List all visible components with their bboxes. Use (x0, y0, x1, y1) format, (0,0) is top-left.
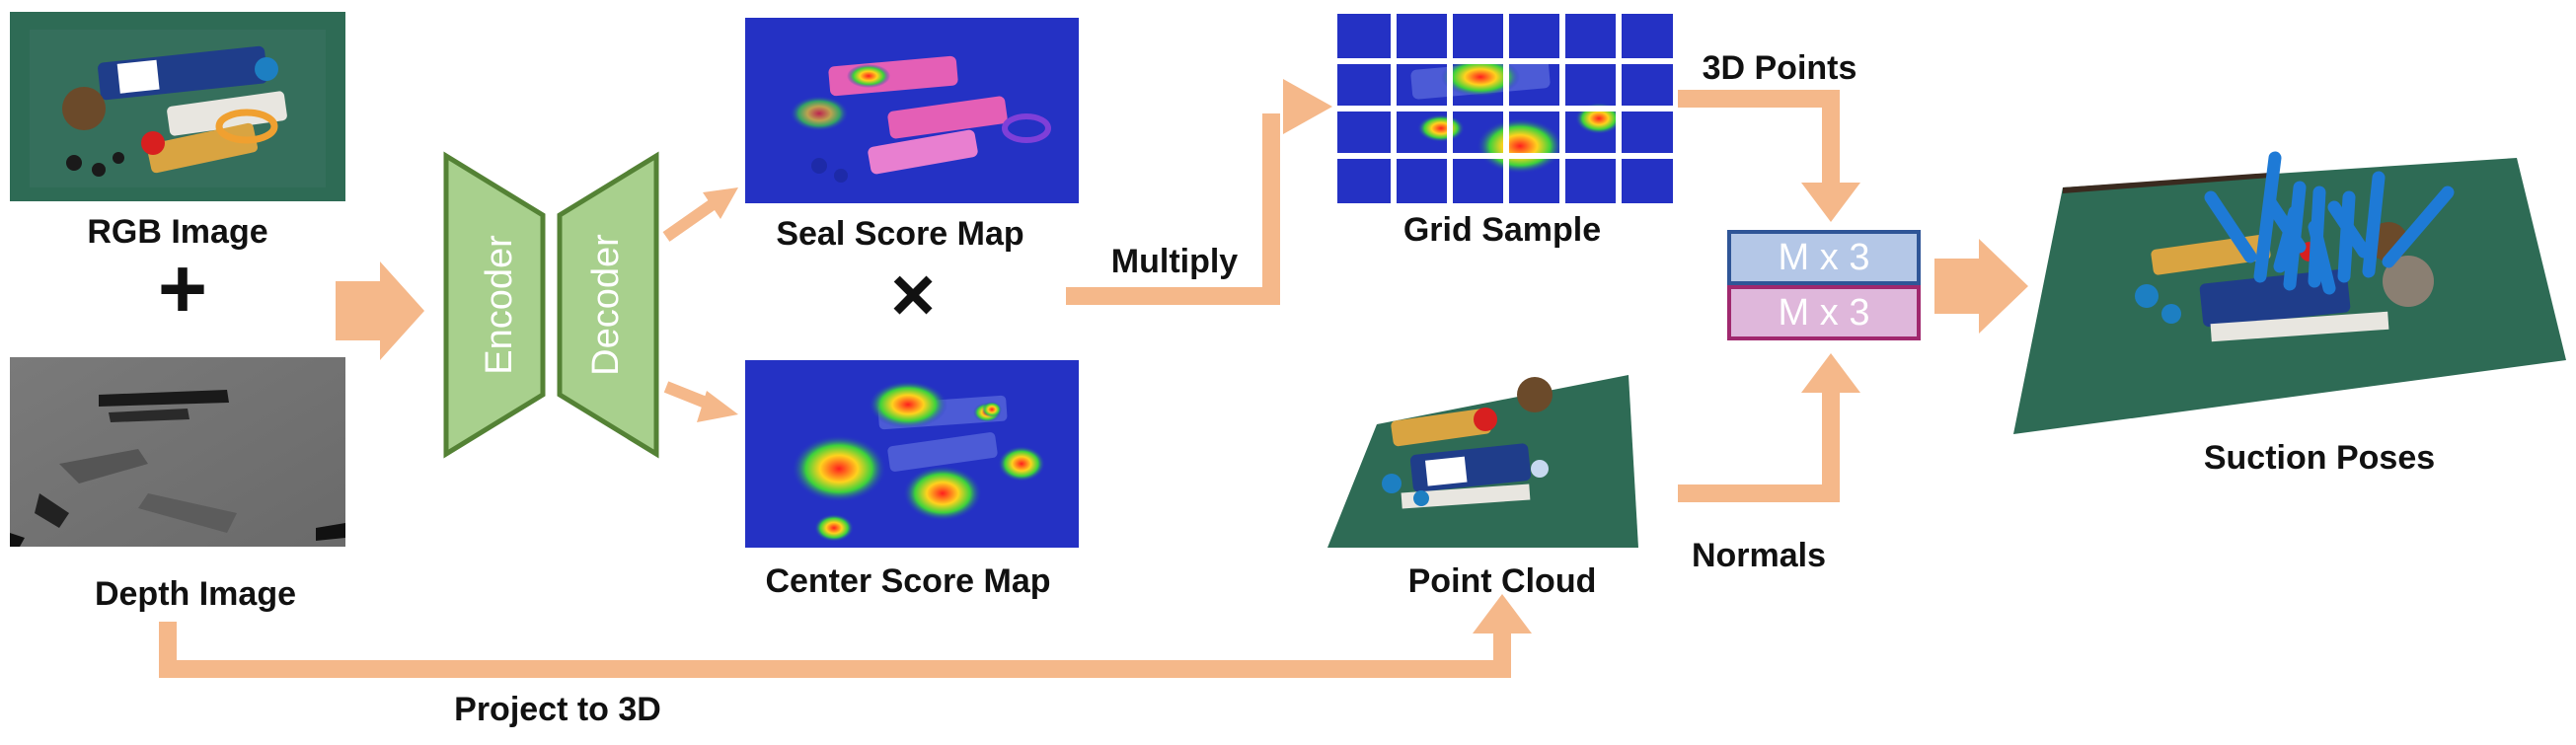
center-score-map-image (745, 360, 1079, 548)
project-to-3d-label: Project to 3D (454, 691, 661, 728)
point-cloud-label: Point Cloud (1408, 562, 1597, 600)
plus-symbol: + (158, 242, 207, 336)
points-matrix-label: M x 3 (1779, 237, 1870, 278)
3d-points-label: 3D Points (1703, 49, 1857, 87)
grid-sample-label: Grid Sample (1403, 211, 1601, 249)
arrow-multiply-head (1283, 79, 1332, 134)
normals-matrix-box: M x 3 (1727, 285, 1921, 340)
grid-lines (1337, 14, 1673, 203)
depth-image-label: Depth Image (95, 575, 296, 613)
center-score-map-label: Center Score Map (765, 562, 1050, 600)
arrow-3d-points-head (1801, 183, 1860, 222)
arrow-to-output (1934, 239, 2028, 334)
times-symbol: × (890, 251, 936, 337)
arrow-normals-head (1801, 353, 1860, 393)
normals-label: Normals (1692, 537, 1826, 574)
rgb-image (10, 12, 345, 201)
seal-score-map-label: Seal Score Map (776, 215, 1023, 253)
normals-matrix-label: M x 3 (1779, 292, 1870, 334)
encoder-label: Encoder (479, 235, 520, 375)
point-cloud-image (1327, 375, 1638, 548)
points-matrix-box: M x 3 (1727, 230, 1921, 285)
depth-image (10, 357, 345, 547)
arrow-normals (1678, 390, 1840, 502)
arrow-decoder-to-center (663, 381, 738, 422)
seal-score-map-image (745, 18, 1079, 203)
grid-sample-image (1337, 14, 1673, 203)
multiply-label: Multiply (1111, 243, 1239, 280)
arrow-project-to-3d (159, 622, 1511, 678)
suction-poses-image (2013, 151, 2566, 434)
suction-pose-markers (2204, 151, 2455, 295)
arrow-3d-points (1678, 90, 1840, 187)
rgb-image-label: RGB Image (87, 213, 267, 251)
encoder-block: Encoder (443, 151, 546, 459)
arrow-project-to-3d-head (1473, 594, 1532, 633)
arrow-decoder-to-seal (662, 187, 738, 242)
suction-poses-label: Suction Poses (2204, 439, 2435, 477)
arrow-multiply (1066, 113, 1280, 305)
arrow-input-to-network (336, 261, 424, 360)
decoder-block: Decoder (557, 151, 659, 459)
decoder-label: Decoder (585, 234, 627, 376)
